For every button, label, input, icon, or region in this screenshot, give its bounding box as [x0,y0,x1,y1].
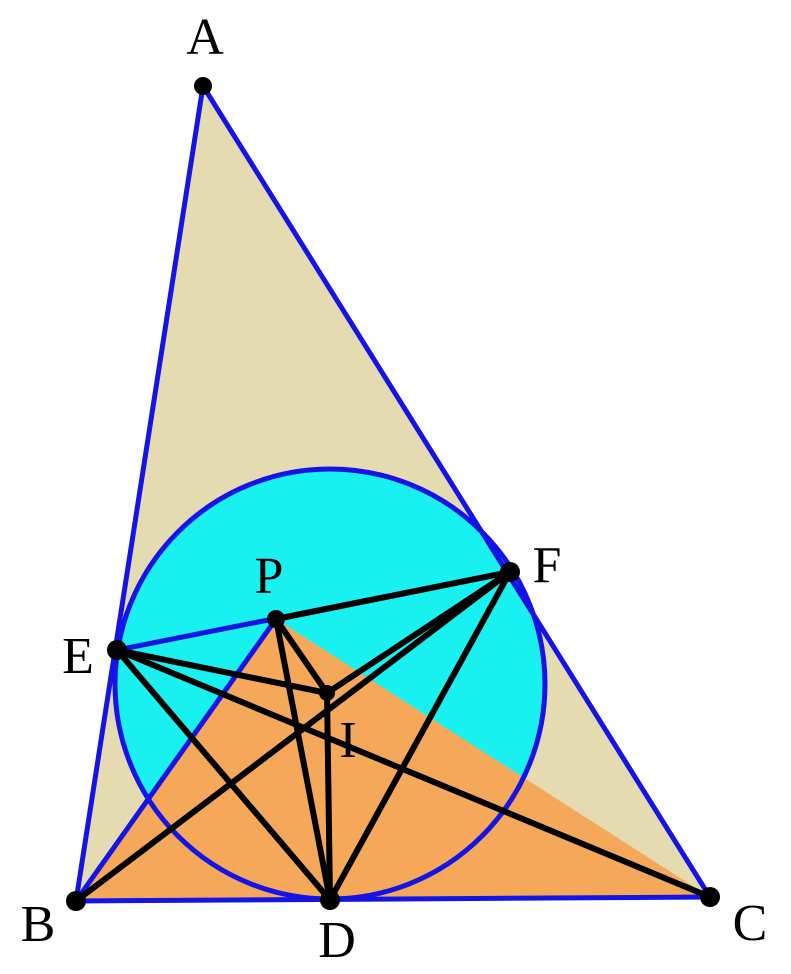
point-label-b: B [20,896,56,953]
point-label-i: I [339,712,357,769]
point-dots-group [66,77,720,911]
point-dot-c[interactable] [700,887,720,907]
cevian-p-d [273,616,333,903]
cevian-e-c [114,647,713,900]
point-dot-p[interactable] [267,610,285,628]
point-label-d: D [318,912,356,969]
cevian-i-d [324,690,333,903]
point-dot-f[interactable] [500,562,520,582]
side-ac [200,83,713,900]
cevian-e-i [114,647,330,696]
point-dot-d[interactable] [320,890,340,910]
black-lines-group [73,569,713,904]
filled-regions [76,86,710,901]
point-dot-e[interactable] [107,640,127,660]
cevian-d-f [327,569,513,903]
side-bc [73,894,713,904]
point-label-p: P [254,548,284,605]
cevian-b-f [73,569,513,904]
cevian-p-f [273,569,513,622]
point-dot-b[interactable] [66,891,86,911]
point-label-c: C [732,895,768,952]
segment-bp [73,616,279,904]
point-label-a: A [186,9,224,66]
point-label-e: E [62,628,94,685]
point-dot-a[interactable] [194,77,212,95]
side-ab [73,83,206,904]
cevian-p-i [273,616,330,696]
point-dot-i[interactable] [319,685,335,701]
cevian-e-d [114,647,333,903]
point-label-f: F [532,537,562,594]
